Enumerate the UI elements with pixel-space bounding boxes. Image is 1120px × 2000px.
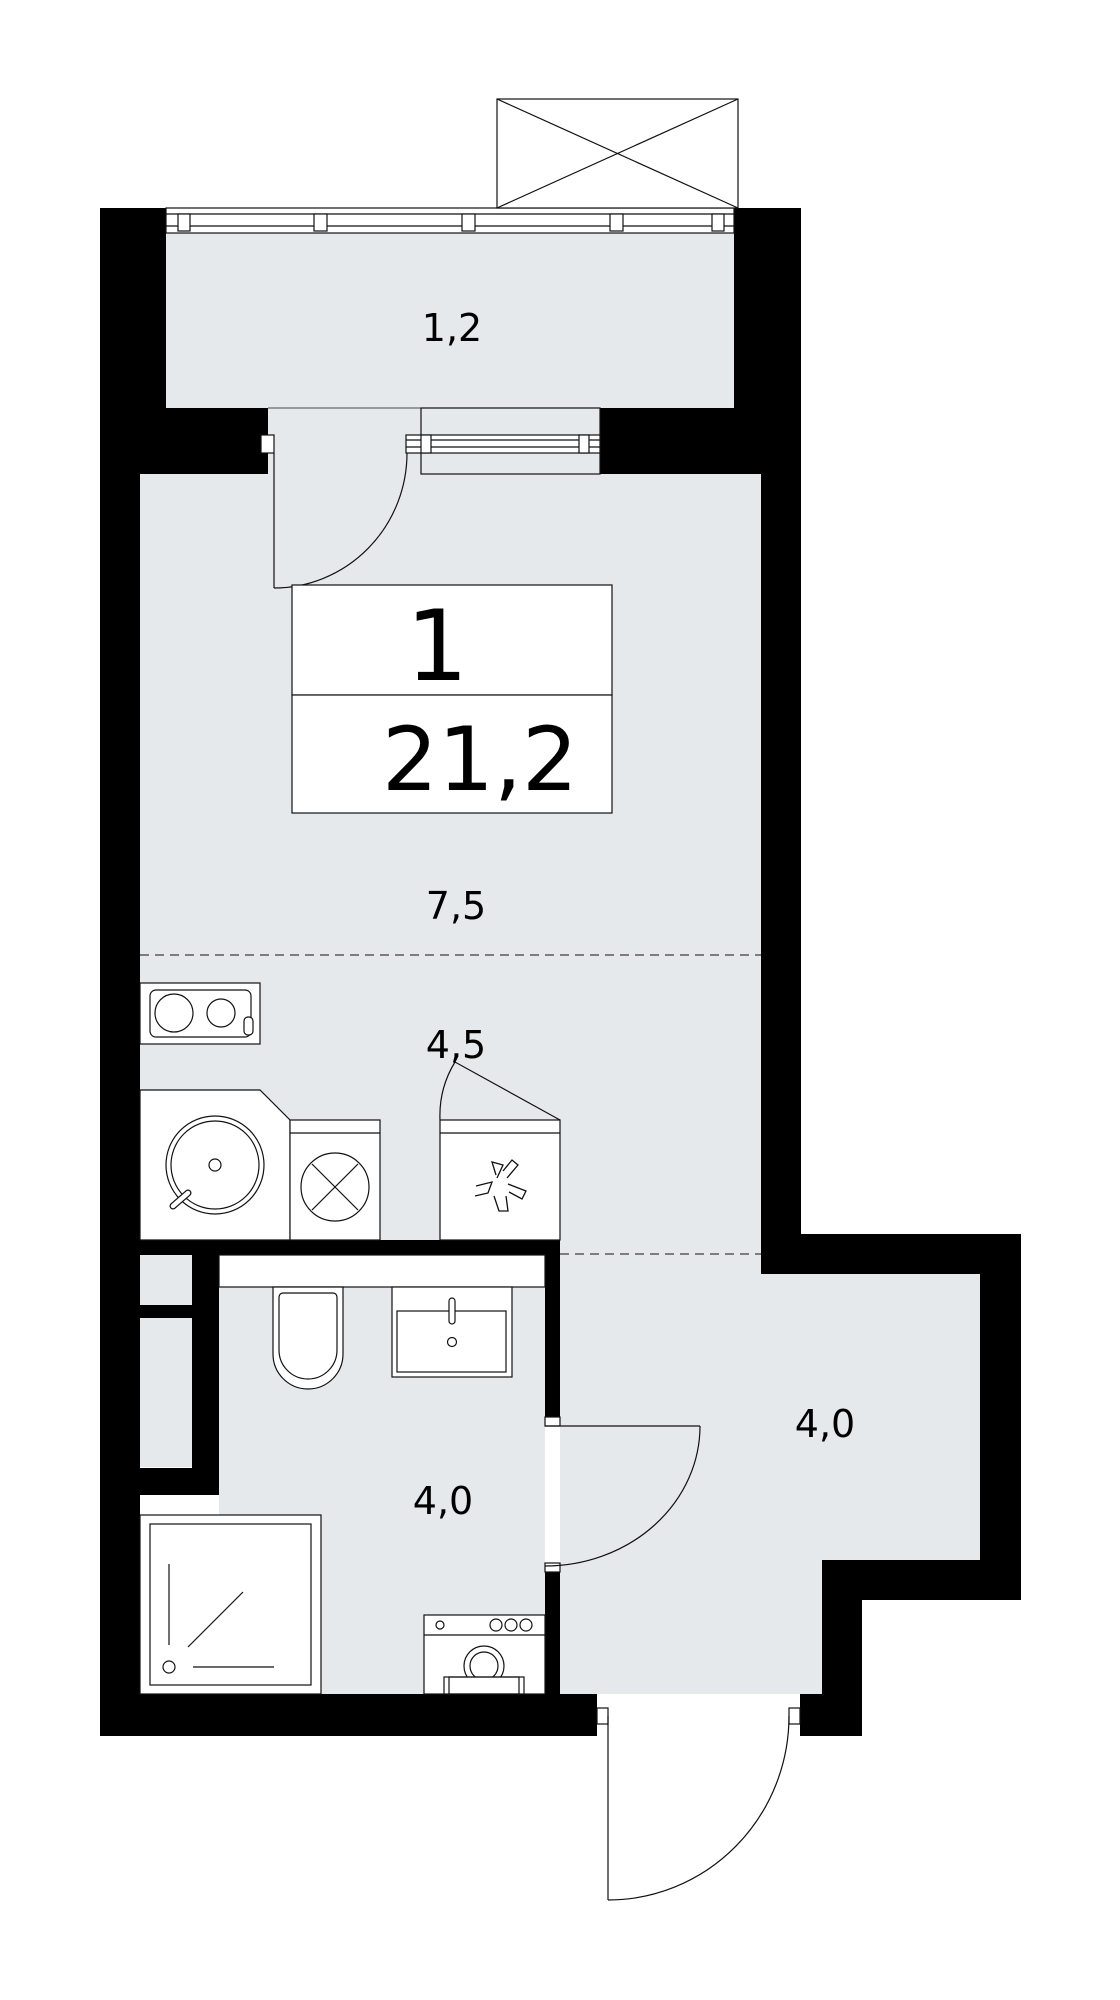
label-box-area bbox=[291, 694, 613, 814]
bathroom-area: 4,0 bbox=[413, 1479, 473, 1523]
rail-post bbox=[609, 213, 624, 232]
label-box-rooms bbox=[291, 584, 613, 696]
balcony-door-opening bbox=[268, 408, 421, 474]
door-stop bbox=[544, 1416, 561, 1427]
air-conditioner-icon bbox=[496, 98, 739, 209]
left-outer-wall bbox=[100, 408, 140, 1736]
window-frame bbox=[405, 434, 601, 454]
door-stop bbox=[260, 434, 275, 454]
room-count: 1 bbox=[406, 590, 468, 704]
bottom-outer-wall bbox=[100, 1694, 597, 1736]
balcony-area: 1,2 bbox=[422, 306, 482, 350]
living-room-area: 7,5 bbox=[426, 884, 486, 928]
closet-floor bbox=[140, 1255, 192, 1467]
rail-post bbox=[313, 213, 328, 232]
wall-segment bbox=[800, 1694, 862, 1736]
rail-post bbox=[177, 213, 191, 232]
fixtures bbox=[139, 982, 561, 1695]
rail-post bbox=[711, 213, 725, 232]
balcony-floor bbox=[166, 233, 734, 408]
bathroom-right-wall-upper bbox=[545, 1240, 560, 1417]
wall-segment bbox=[761, 1234, 1021, 1274]
wall-segment bbox=[140, 1305, 192, 1318]
cooktop-icon bbox=[139, 982, 261, 1045]
hallway-area: 4,0 bbox=[795, 1402, 855, 1446]
kitchen-area: 4,5 bbox=[426, 1023, 486, 1067]
walls bbox=[100, 208, 1021, 1736]
fridge-icon bbox=[439, 1061, 561, 1241]
right-balcony-wall bbox=[734, 208, 801, 408]
hallway-floor bbox=[560, 1256, 980, 1694]
dishwasher-icon bbox=[289, 1119, 381, 1241]
wall-segment bbox=[140, 408, 268, 474]
toilet-icon bbox=[272, 1286, 344, 1390]
door-stop bbox=[544, 1562, 561, 1573]
apartment-label: 1 21,2 bbox=[291, 584, 613, 814]
bathroom-right-wall-lower bbox=[545, 1572, 560, 1694]
total-area: 21,2 bbox=[382, 708, 578, 811]
bathroom-shelf bbox=[218, 1254, 546, 1288]
corner-sink-icon bbox=[139, 1089, 291, 1241]
wall-segment bbox=[140, 1468, 219, 1495]
washing-machine-icon bbox=[423, 1614, 546, 1695]
door-swing bbox=[607, 1715, 790, 1901]
wall-segment bbox=[192, 1255, 219, 1495]
openings bbox=[165, 98, 801, 1901]
left-balcony-wall bbox=[100, 208, 166, 408]
shower-tray-icon bbox=[139, 1514, 322, 1695]
door-stop bbox=[596, 1707, 609, 1725]
rail-post bbox=[461, 213, 476, 232]
washbasin-icon bbox=[391, 1286, 513, 1378]
zone-dividers bbox=[140, 954, 761, 1255]
door-swing bbox=[544, 1425, 701, 1567]
door-stop bbox=[788, 1707, 801, 1725]
right-upper-wall bbox=[761, 408, 801, 1256]
wall-segment bbox=[140, 1240, 560, 1255]
balcony-rail bbox=[165, 207, 735, 234]
area-labels: 1,2 7,5 4,5 4,0 4,0 bbox=[413, 306, 855, 1523]
right-outer-wall bbox=[980, 1234, 1021, 1600]
